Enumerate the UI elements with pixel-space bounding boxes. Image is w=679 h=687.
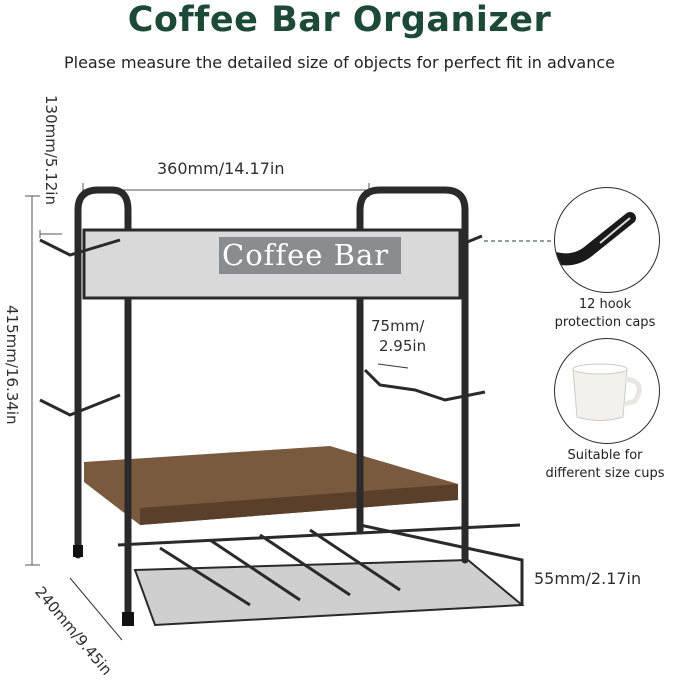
hook-spacing-label-2: 2.95in bbox=[379, 337, 427, 355]
sign-text: Coffee Bar bbox=[222, 238, 390, 272]
coffee-cup-icon bbox=[572, 363, 642, 421]
hook-cap-icon bbox=[555, 212, 636, 266]
page-subtitle: Please measure the detailed size of obje… bbox=[63, 53, 616, 72]
cup-feature-caption: Suitable for different size cups bbox=[545, 448, 665, 481]
width-dimension-label: 360mm/14.17in bbox=[157, 159, 285, 178]
hook-cap-feature-image bbox=[554, 187, 660, 293]
hook-cap-feature-caption: 12 hook protection caps bbox=[554, 297, 656, 330]
page-title: Coffee Bar Organizer bbox=[127, 0, 552, 40]
total-height-dimension-label: 415mm/16.34in bbox=[3, 305, 21, 425]
top-height-dimension-label: 130mm/5.12in bbox=[42, 95, 60, 205]
cup-feature-image bbox=[554, 338, 660, 444]
drawer-height-dimension-label: 55mm/2.17in bbox=[534, 569, 642, 588]
hook-spacing-label-1: 75mm/ bbox=[371, 317, 425, 335]
